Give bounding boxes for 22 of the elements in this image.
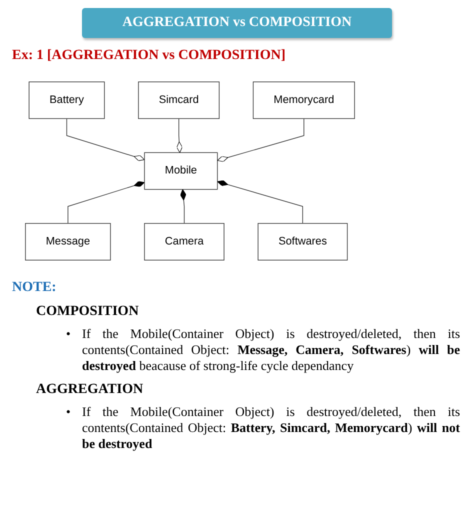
note-heading: NOTE: [12, 280, 58, 296]
node-box: Simcard [138, 82, 220, 119]
connector [176, 118, 182, 153]
connector [180, 189, 186, 224]
connector [217, 180, 304, 224]
section-heading: AGGREGATION [36, 382, 144, 398]
bullet-text: If the Mobile(Container Object) is destroyed/deleted, then its contents(Contained Object: Message, Camera, Softwares) will be destroyed beacause of strong-life cycle dependancy [82, 326, 460, 374]
connector [217, 118, 304, 162]
node-box: Mobile [144, 152, 218, 190]
bullet-text: If the Mobile(Container Object) is destroyed/deleted, then its contents(Contained Object: Battery, Simcard, Memorycard) will not be destroyed [82, 404, 460, 452]
bullet-marker: • [66, 326, 71, 342]
bullet-marker: • [66, 404, 71, 420]
subheading: Ex: 1 [AGGREGATION vs COMPOSITION] [12, 48, 287, 64]
section-heading: COMPOSITION [36, 304, 140, 320]
connector [68, 181, 145, 224]
node-box: Message [25, 223, 111, 260]
node-box: Memorycard [252, 82, 355, 119]
node-box: Camera [144, 223, 224, 260]
connector [66, 118, 145, 161]
node-box: Softwares [258, 223, 348, 260]
node-box: Battery [28, 82, 105, 119]
title-banner: AGGREGATION vs COMPOSITION [82, 8, 392, 38]
